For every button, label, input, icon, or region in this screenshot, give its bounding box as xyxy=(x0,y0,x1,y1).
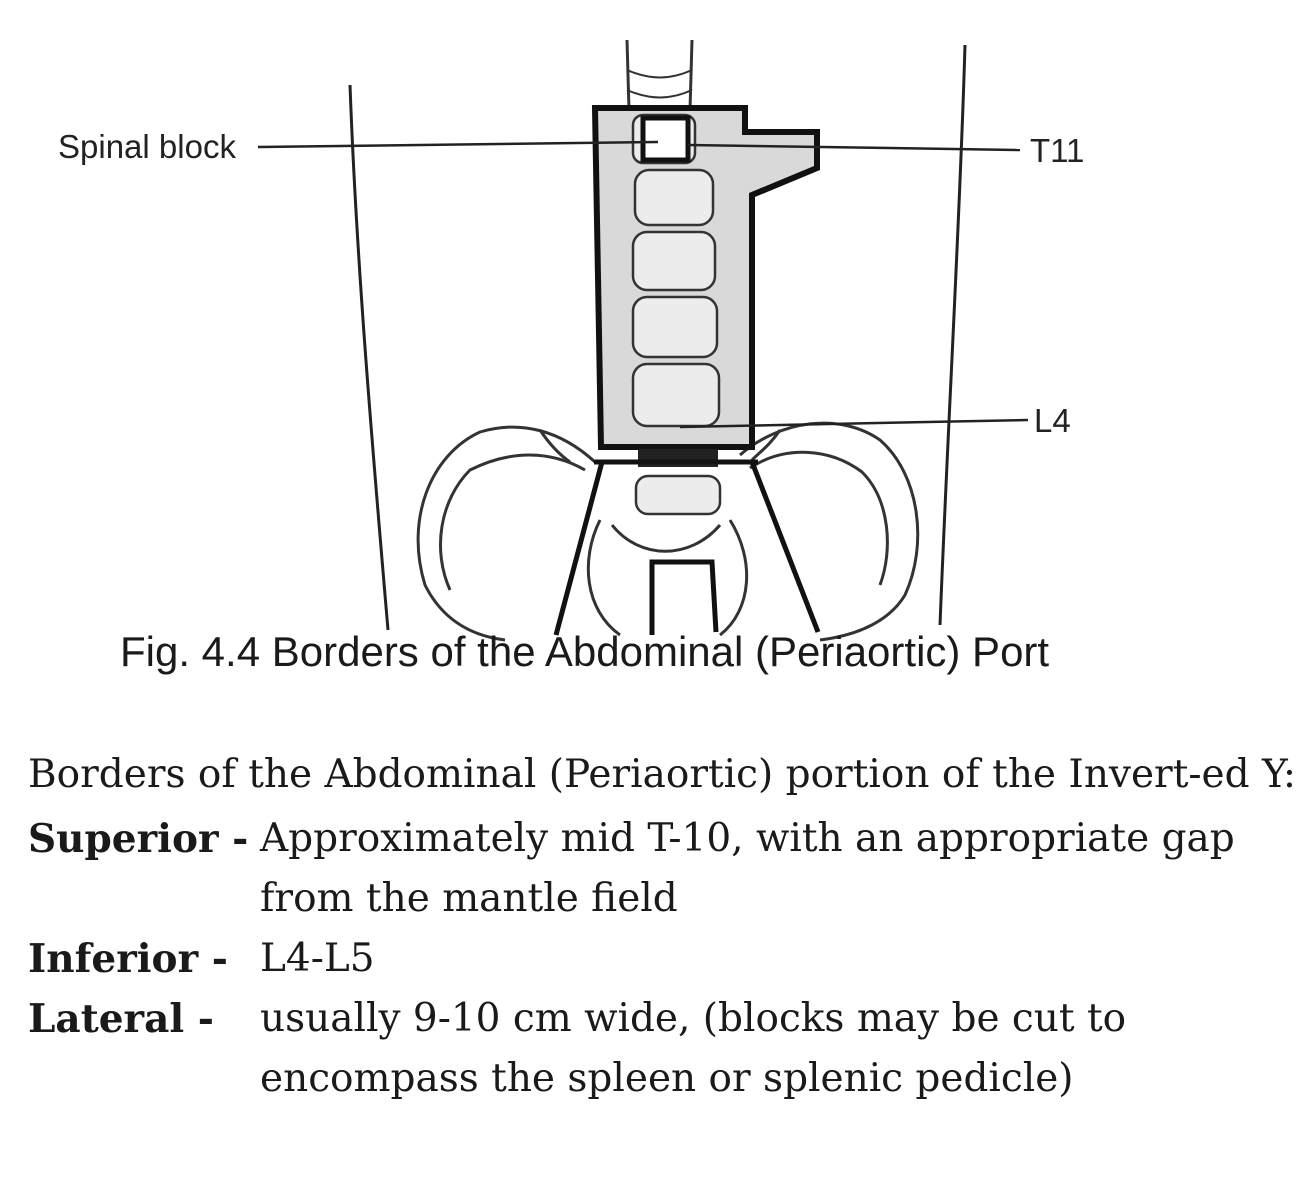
border-row-inferior: Inferior - L4-L5 xyxy=(28,929,1298,989)
figure-caption: Fig. 4.4 Borders of the Abdominal (Peria… xyxy=(120,628,1050,675)
t11-leader xyxy=(687,143,1021,152)
l4-label: L4 xyxy=(1034,402,1071,439)
t11-label: T11 xyxy=(1030,132,1084,169)
pelvic-port-lines xyxy=(553,459,821,636)
l4-leader xyxy=(679,418,1029,429)
intro-paragraph: Borders of the Abdominal (Periaortic) po… xyxy=(28,752,1297,797)
spine xyxy=(625,39,694,111)
border-term: Superior - xyxy=(28,816,249,862)
spinal-block-leader xyxy=(257,140,659,149)
spinal-block-label: Spinal block xyxy=(58,128,236,165)
border-row-lateral: Lateral - usually 9-10 cm wide, (blocks … xyxy=(28,989,1298,1109)
abdominal-port-diagram: Spinal block T11 L4 xyxy=(58,39,1084,642)
borders-description: Borders of the Abdominal (Periaortic) po… xyxy=(28,745,1298,1109)
border-description: usually 9-10 cm wide, (blocks may be cut… xyxy=(260,996,1127,1101)
border-term: Inferior - xyxy=(28,936,228,982)
spinal-block xyxy=(640,115,691,163)
torso-right-outline xyxy=(938,44,967,626)
border-row-superior: Superior - Approximately mid T-10, with … xyxy=(28,809,1298,929)
border-description: L4-L5 xyxy=(260,936,375,981)
border-description: Approximately mid T-10, with an appropri… xyxy=(260,816,1235,921)
torso-left-outline xyxy=(348,84,390,631)
border-term: Lateral - xyxy=(28,996,214,1042)
